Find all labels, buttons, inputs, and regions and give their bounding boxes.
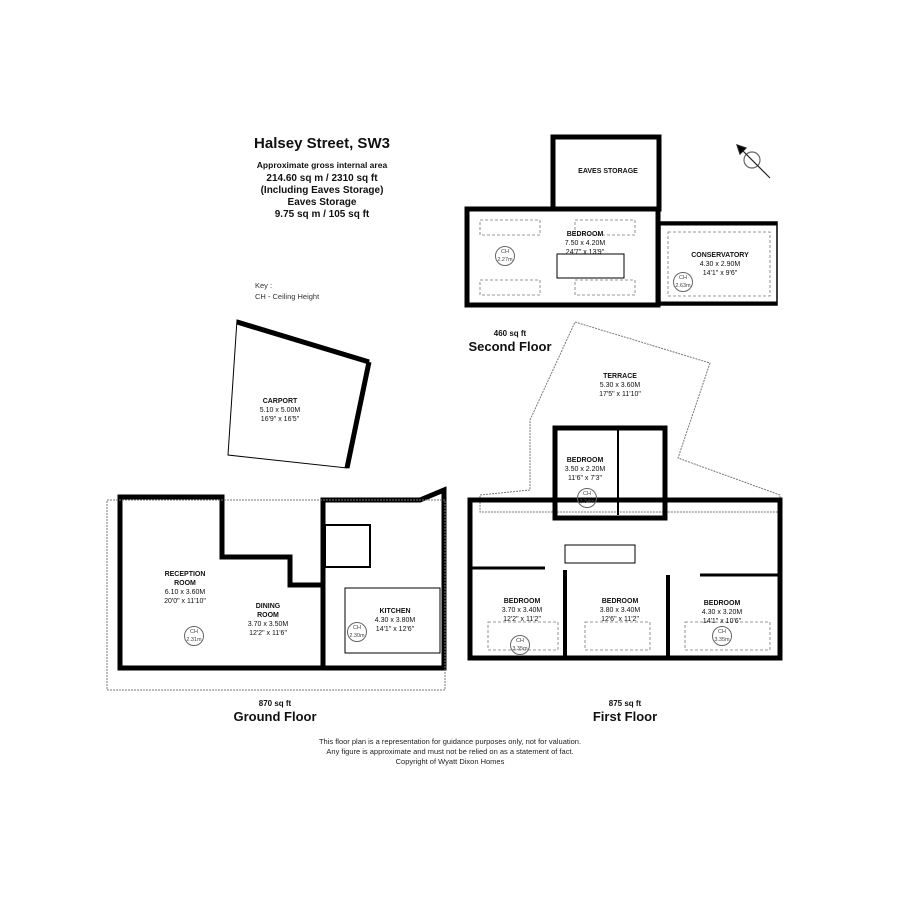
room-second-bedroom: BEDROOM 7.50 x 4.20M 24'7" x 13'9": [564, 231, 606, 256]
first-floor-title: First Floor: [592, 709, 658, 724]
room-carport: CARPORT 5.10 x 5.00M 16'9" x 16'5": [259, 398, 301, 423]
first-floor-area: 875 sq ft: [608, 699, 642, 708]
room-first-bedroom-right: BEDROOM 4.30 x 3.20M 14'1" x 10'6": [701, 600, 743, 625]
legend-key: Key : CH - Ceiling Height: [255, 280, 319, 302]
room-dining: DINING ROOM 3.70 x 3.50M 12'2" x 11'6": [247, 603, 289, 637]
compass-rose: [736, 144, 771, 179]
room-first-bedroom-left: BEDROOM 3.70 x 3.40M 12'2" x 11'2": [501, 598, 543, 623]
disclaimer: This floor plan is a representation for …: [318, 737, 582, 766]
room-first-bedroom-small: BEDROOM 3.50 x 2.20M 11'6" x 7'3": [564, 457, 606, 482]
property-title: Halsey Street, SW3: [254, 135, 390, 152]
area-subtitle: Approximate gross internal area: [256, 160, 388, 170]
second-floor-walls: [464, 134, 778, 308]
room-first-bedroom-middle: BEDROOM 3.80 x 3.40M 12'6" x 11'2": [599, 598, 641, 623]
key-title: Key :: [255, 281, 273, 290]
ground-floor-walls: [106, 319, 447, 691]
second-floor-title: Second Floor: [468, 339, 552, 354]
key-item-ceiling-height: CH - Ceiling Height: [255, 292, 320, 301]
room-reception: RECEPTION ROOM 6.10 x 3.60M 20'0" x 11'1…: [164, 571, 206, 605]
room-conservatory: CONSERVATORY 4.30 x 2.90M 14'1" x 9'6": [691, 252, 749, 277]
room-terrace: TERRACE 5.30 x 3.60M 17'5" x 11'10": [599, 373, 641, 398]
eaves-area: 9.75 sq m / 105 sq ft: [274, 209, 370, 220]
ground-floor-title: Ground Floor: [233, 709, 317, 724]
first-floor-walls: [467, 321, 783, 661]
total-area-note: (Including Eaves Storage): [260, 185, 384, 196]
second-floor-area: 460 sq ft: [493, 329, 527, 338]
eaves-label: Eaves Storage: [287, 197, 357, 208]
ground-floor-area: 870 sq ft: [258, 699, 292, 708]
room-kitchen: KITCHEN 4.30 x 3.80M 14'1" x 12'6": [374, 608, 416, 633]
room-eaves-storage: EAVES STORAGE: [578, 168, 638, 175]
area-summary: 214.60 sq m / 2310 sq ft (Including Eave…: [232, 173, 412, 221]
total-area: 214.60 sq m / 2310 sq ft: [266, 173, 378, 184]
